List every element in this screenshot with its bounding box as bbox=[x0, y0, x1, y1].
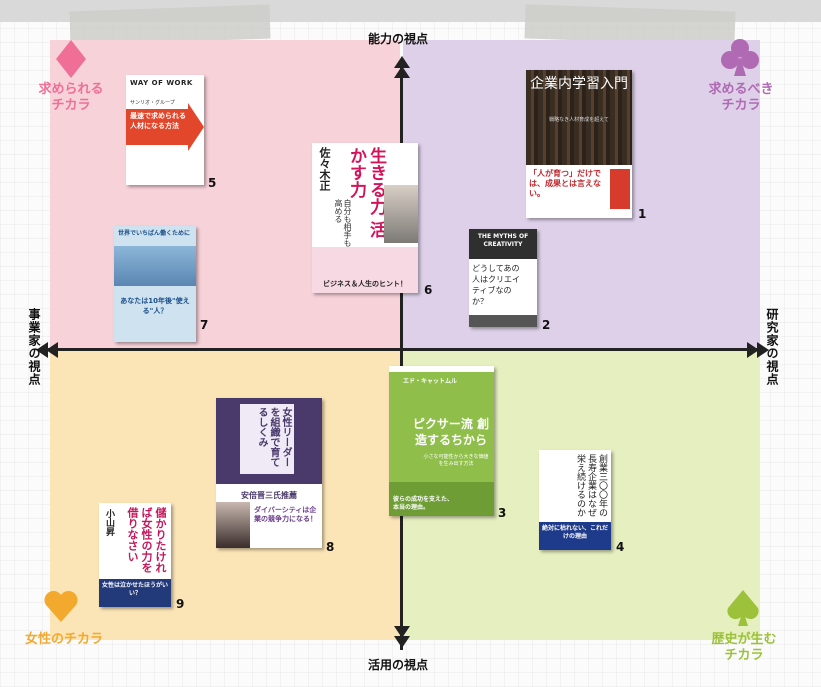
book-9-author: 小山昇 bbox=[104, 509, 114, 536]
book-6-band-text: ビジネス＆人生のヒント！ bbox=[323, 280, 407, 288]
book-5-arrow-body bbox=[126, 109, 188, 145]
book-5-title-en: WAY OF WORK bbox=[130, 79, 193, 87]
book-6-title: 生きる力 活かす力 bbox=[346, 147, 386, 238]
book-2-header bbox=[469, 229, 537, 259]
vertical-axis bbox=[400, 64, 403, 650]
book-1-number: 1 bbox=[638, 207, 647, 221]
book-3-band: 彼らの成功を支えた、本当の理由。 bbox=[389, 482, 494, 516]
book-4-number: 4 bbox=[616, 540, 625, 554]
book-9-number: 9 bbox=[176, 597, 185, 611]
book-7-cover[interactable]: 世界でいちばん働くために あなたは10年後"使える"人？ bbox=[114, 226, 196, 342]
book-3-author: エド・キャットムル bbox=[403, 378, 458, 385]
arrow-right-icon-2 bbox=[747, 342, 759, 358]
corner-label-top-right: 求めるべき チカラ bbox=[708, 82, 774, 113]
arrow-down-icon bbox=[394, 626, 410, 638]
book-6-cover[interactable]: 佐々木正 生きる力 活かす力 自分も相手も高める ビジネス＆人生のヒント！ bbox=[312, 143, 418, 293]
book-9-band-text: 女性は泣かせたほうがいい？ bbox=[101, 582, 168, 597]
book-3-band-text: 彼らの成功を支えた、本当の理由。 bbox=[393, 496, 454, 511]
axis-label-right: 研究家の視点 bbox=[765, 308, 779, 386]
book-2-cover[interactable]: THE MYTHS OF CREATIVITY どうしてあの人はクリエイティブな… bbox=[469, 229, 537, 327]
corner-label-top-left: 求められる チカラ bbox=[38, 82, 104, 113]
corner-label-bottom-left: 女性のチカラ bbox=[24, 632, 103, 647]
book-6-author: 佐々木正 bbox=[318, 147, 331, 191]
book-4-band-text: 絶対に枯れない、これだけの理由 bbox=[542, 525, 609, 540]
book-3-cover[interactable]: エド・キャットムル ピクサー流 創造するちから 小さな可能性から大きな価値を生み… bbox=[389, 366, 494, 516]
book-2-number: 2 bbox=[542, 318, 551, 332]
book-8-cover[interactable]: 女性リーダーを組織で育てるしくみ 安倍晋三氏推薦 ダイバーシティは企業の競争力に… bbox=[216, 398, 322, 548]
axis-label-top: 能力の視点 bbox=[368, 32, 429, 46]
book-7-title: 世界でいちばん働くために bbox=[118, 230, 191, 237]
book-7-number: 7 bbox=[200, 318, 209, 332]
book-3-top-strip bbox=[389, 366, 494, 372]
corner-label-bottom-right: 歴史が生む チカラ bbox=[711, 632, 777, 663]
book-9-cover[interactable]: 小山昇 儲かりたければ女性の力を借りなさい 女性は泣かせたほうがいい？ bbox=[99, 503, 171, 607]
diamond-icon bbox=[56, 40, 86, 78]
book-8-title: 女性リーダーを組織で育てるしくみ bbox=[256, 407, 291, 467]
book-6-number: 6 bbox=[424, 283, 433, 297]
book-3-title: ピクサー流 創造するちから bbox=[412, 417, 490, 447]
arrow-up-icon-2 bbox=[394, 66, 410, 78]
arrow-up-icon bbox=[394, 56, 410, 68]
book-5-cover[interactable]: WAY OF WORK サンリオ・グループ 最速で求められる人材になる方法 bbox=[126, 75, 204, 185]
book-3-number: 3 bbox=[498, 506, 507, 520]
book-1-cover[interactable]: 企業内学習入門 戦略なき人材育成を超えて 「人が育つ」だけでは、成果とは言えない… bbox=[526, 70, 632, 218]
book-8-photo bbox=[216, 502, 250, 548]
book-8-band: 安倍晋三氏推薦 bbox=[241, 491, 297, 500]
book-5-number: 5 bbox=[208, 176, 217, 190]
book-1-band-badge bbox=[610, 169, 630, 209]
book-1-subtitle: 戦略なき人材育成を超えて bbox=[549, 117, 609, 123]
book-1-title: 企業内学習入門 bbox=[530, 76, 628, 92]
club-icon bbox=[721, 39, 759, 76]
book-7-city-art bbox=[114, 246, 196, 286]
book-7-sub: あなたは10年後"使える"人？ bbox=[120, 297, 190, 315]
axis-label-left: 事業家の視点 bbox=[27, 308, 41, 386]
book-2-footer bbox=[469, 315, 537, 327]
book-8-number: 8 bbox=[326, 540, 335, 554]
arrow-down-icon-2 bbox=[394, 636, 410, 648]
book-8-sub: ダイバーシティは企業の競争力になる！ bbox=[254, 506, 317, 523]
arrow-left-icon-2 bbox=[46, 342, 58, 358]
book-5-author: サンリオ・グループ bbox=[130, 100, 175, 106]
book-5-title: 最速で求められる人材になる方法 bbox=[130, 112, 186, 130]
book-9-title: 儲かりたければ女性の力を借りなさい bbox=[126, 507, 167, 573]
book-1-band-text: 「人が育つ」だけでは、成果とは言えない。 bbox=[529, 169, 601, 198]
arrow-right-icon bbox=[757, 342, 769, 358]
book-6-band: ビジネス＆人生のヒント！ bbox=[312, 247, 418, 293]
book-6-photo bbox=[384, 185, 418, 243]
spade-icon bbox=[727, 590, 759, 626]
book-9-band: 女性は泣かせたほうがいい？ bbox=[99, 579, 171, 607]
book-4-title: 創業三〇〇年の長寿企業はなぜ栄え続けるのか bbox=[575, 454, 607, 517]
book-4-band: 絶対に枯れない、これだけの理由 bbox=[539, 522, 611, 550]
book-1-band: 「人が育つ」だけでは、成果とは言えない。 bbox=[526, 165, 632, 218]
book-3-sub: 小さな可能性から大きな価値を生み出す方法 bbox=[423, 454, 489, 467]
book-5-arrow-head bbox=[188, 103, 204, 151]
book-4-cover[interactable]: 創業三〇〇年の長寿企業はなぜ栄え続けるのか 絶対に枯れない、これだけの理由 bbox=[539, 450, 611, 550]
book-1-shelf-art bbox=[526, 70, 632, 165]
book-2-title: どうしてあの人はクリエイティブなのか？ bbox=[472, 264, 520, 306]
heart-icon bbox=[44, 590, 78, 622]
book-6-sub: 自分も相手も高める bbox=[334, 199, 352, 247]
arrow-left-icon bbox=[36, 342, 48, 358]
book-8-title-box: 女性リーダーを組織で育てるしくみ bbox=[240, 404, 294, 474]
book-2-title-en: THE MYTHS OF CREATIVITY bbox=[477, 233, 529, 248]
axis-label-bottom: 活用の視点 bbox=[368, 658, 429, 672]
